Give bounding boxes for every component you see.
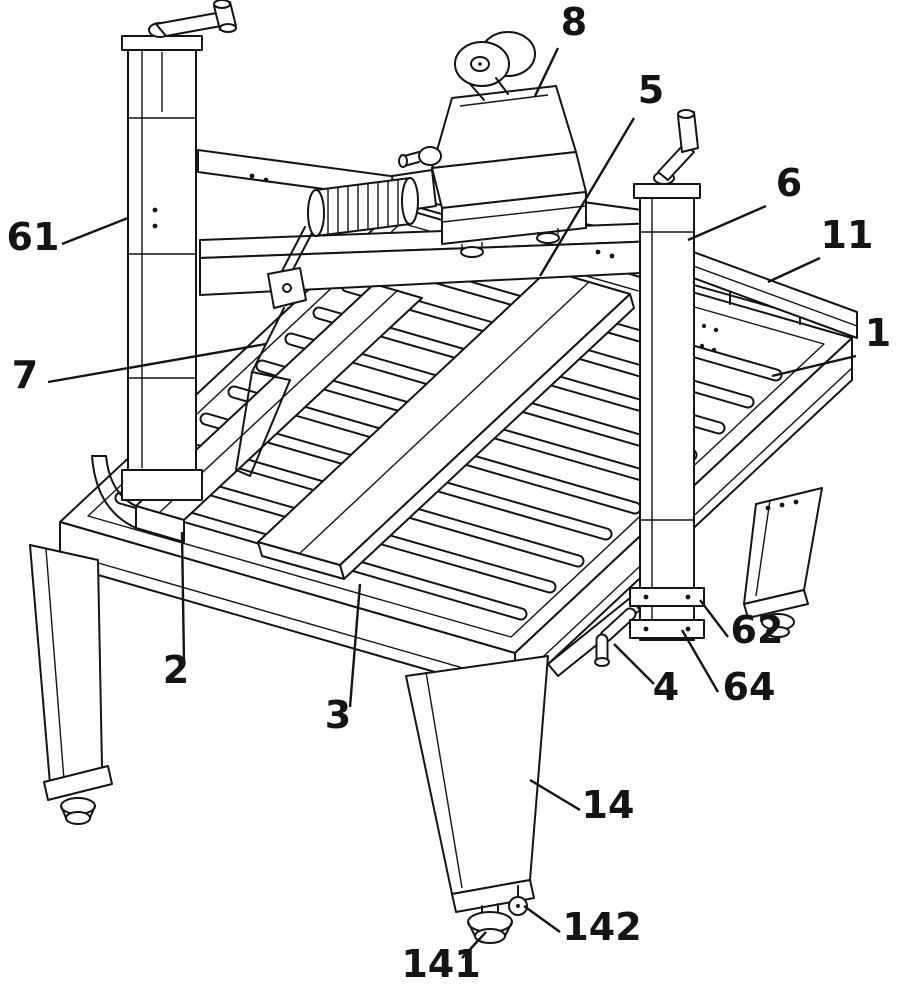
machine-drawing: [29, 0, 858, 944]
figure-label-141: 141: [401, 942, 480, 986]
adjustable-foot-141: [467, 903, 513, 944]
head-guide-rollers: [460, 228, 560, 258]
front-leg-14: [405, 655, 549, 944]
clamp-bracket-64: [629, 619, 705, 639]
figure-label-2: 2: [163, 648, 189, 692]
leader-line-5: [538, 117, 636, 277]
figure-label-5: 5: [638, 68, 664, 112]
leader-line-3: [348, 583, 362, 708]
side-belt-unit: [91, 283, 423, 543]
figure-label-64: 64: [723, 665, 776, 709]
leader-line-8: [533, 47, 560, 97]
figure-label-8: 8: [561, 0, 587, 44]
figure-label-61: 61: [7, 215, 60, 259]
right-leg: [743, 487, 823, 638]
figure-label-142: 142: [562, 905, 641, 949]
figure-label-4: 4: [653, 665, 679, 709]
tape-roll: [454, 31, 536, 87]
front-foot-plate: [451, 879, 535, 913]
elbow-fitting-4: [594, 607, 637, 667]
cylinder-rod: [280, 226, 306, 274]
leader-line-4: [613, 643, 655, 685]
figure-label-62: 62: [731, 608, 784, 652]
leader-line-6: [687, 204, 767, 242]
figure-label-11: 11: [821, 213, 874, 257]
left-crank-handle: [148, 0, 237, 38]
left-leg: [29, 544, 113, 825]
front-apron-line: [59, 551, 516, 684]
flap-folding-rods: [235, 307, 291, 477]
head-motor: [398, 146, 442, 168]
leader-line-11: [767, 256, 821, 284]
leader-line-141: [461, 931, 487, 959]
leader-line-142: [523, 905, 561, 933]
right-foot-plate: [743, 589, 809, 619]
leader-line-1: [771, 354, 857, 378]
figure-label-3: 3: [325, 693, 351, 737]
leader-line-7: [47, 342, 267, 384]
left-foot-plate: [43, 765, 113, 801]
caster-142: [508, 885, 528, 916]
figure-label-6: 6: [776, 161, 802, 205]
leader-line-2: [180, 531, 186, 663]
leader-line-62: [699, 599, 729, 638]
table-inner-frame: [87, 222, 825, 638]
tape-head-unit: [398, 31, 587, 258]
leader-line-61: [61, 216, 129, 246]
clamp-bracket-62: [629, 587, 705, 607]
center-belt-unit: [257, 269, 635, 580]
pneumatic-cylinder: [267, 169, 437, 309]
curved-entry-guide: [91, 455, 137, 529]
leader-line-64: [680, 629, 720, 693]
leader-line-14: [529, 778, 581, 812]
figure-label-1: 1: [865, 311, 891, 355]
figure-label-14: 14: [582, 783, 635, 827]
right-crank-handle: [653, 109, 699, 185]
right-column: [629, 109, 705, 641]
figure-label-7: 7: [12, 353, 38, 397]
